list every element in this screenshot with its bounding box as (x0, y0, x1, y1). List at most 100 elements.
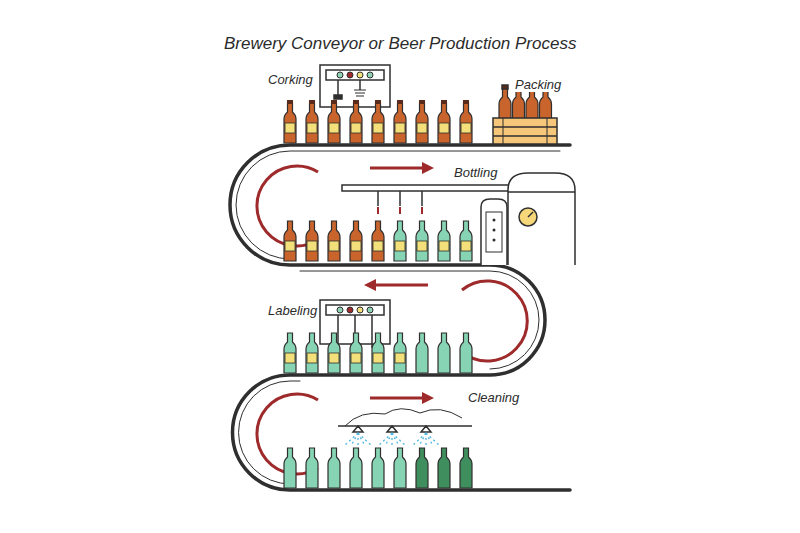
bottle (306, 103, 318, 143)
bottle (306, 448, 318, 488)
bottle (306, 221, 318, 261)
stage-label: Bottling (452, 165, 499, 180)
stage-label: Corking (266, 72, 315, 87)
beer-stream (377, 207, 379, 214)
spray-jet (358, 433, 365, 446)
bottle-label (395, 123, 405, 133)
bottle-cap (397, 100, 403, 104)
bottle (328, 103, 340, 143)
bottle (350, 103, 362, 143)
bottle-cap (502, 85, 508, 89)
spray-jet (392, 433, 406, 446)
bottle (328, 333, 340, 373)
stage-label: Labeling (266, 303, 319, 318)
bottle (394, 333, 406, 373)
bottle (284, 221, 296, 261)
bottle-label (439, 241, 449, 251)
bottle (306, 333, 318, 373)
spray-jet (392, 433, 399, 446)
bottle-cap (375, 100, 381, 104)
bottle (328, 448, 340, 488)
bottles (284, 100, 472, 488)
bottle-label (461, 241, 471, 251)
bottle (394, 448, 406, 488)
bottle-label (417, 241, 427, 251)
cleaning-sprayer (338, 409, 472, 446)
nozzle (399, 191, 401, 206)
bottle-cap (309, 100, 315, 104)
spray-jet (385, 433, 392, 446)
bottle-label (307, 241, 317, 251)
bottle (328, 221, 340, 261)
spray-jet (378, 433, 392, 446)
bottle (350, 221, 362, 261)
stage-label: Cleaning (466, 390, 521, 405)
bottle-label (439, 123, 449, 133)
bottle-label (373, 241, 383, 251)
bottle (284, 333, 296, 373)
spray-jet (351, 433, 358, 446)
diagram-title: Brewery Conveyor or Beer Production Proc… (224, 34, 576, 54)
bottle (460, 221, 472, 261)
spray-jet (426, 433, 433, 446)
bottle (372, 221, 384, 261)
nozzle (377, 191, 379, 206)
spray-jet (426, 433, 440, 446)
bottle (438, 448, 450, 488)
bottle-label (307, 123, 317, 133)
bottle-label (461, 123, 471, 133)
bottle (284, 448, 296, 488)
bottle-label (417, 123, 427, 133)
nozzle (421, 191, 423, 206)
beer-stream (421, 207, 423, 214)
spray-jet (419, 433, 426, 446)
bottle (372, 448, 384, 488)
bottle (394, 221, 406, 261)
bottle (416, 103, 428, 143)
bottle (284, 103, 296, 143)
packing-crate (493, 85, 557, 144)
spray-jet (358, 433, 372, 446)
bottle (460, 448, 472, 488)
bottle (460, 103, 472, 143)
bottle (416, 221, 428, 261)
bottle-cap (287, 100, 293, 104)
bottle (350, 333, 362, 373)
bottle-label (351, 241, 361, 251)
bottle-label (373, 123, 383, 133)
bottle-label (285, 123, 295, 133)
bottle (438, 333, 450, 373)
bottle-label (329, 241, 339, 251)
bottle-cap (419, 100, 425, 104)
bottle-cap (353, 100, 359, 104)
bottle-label (373, 353, 383, 363)
bottle-label (351, 353, 361, 363)
bottle-label (351, 123, 361, 133)
bottle-cap (441, 100, 447, 104)
spray-jet (412, 433, 426, 446)
bottle-label (307, 353, 317, 363)
bottle (394, 103, 406, 143)
stage-label: Packing (513, 77, 563, 92)
bottle (372, 103, 384, 143)
bottle (350, 448, 362, 488)
bottling-machine (342, 173, 575, 265)
bottle-cap (331, 100, 337, 104)
bottle-label (285, 353, 295, 363)
direction-arrows (257, 166, 527, 474)
bottle (372, 333, 384, 373)
bottle (460, 333, 472, 373)
bottle-label (395, 353, 405, 363)
bottle-label (285, 241, 295, 251)
beer-stream (399, 207, 401, 214)
bottle-cap (463, 100, 469, 104)
bottle-label (329, 123, 339, 133)
bottle (416, 333, 428, 373)
corking-machine (320, 65, 390, 107)
bottle-label (395, 241, 405, 251)
bottle-label (329, 353, 339, 363)
spray-jet (344, 433, 358, 446)
bottle (416, 448, 428, 488)
